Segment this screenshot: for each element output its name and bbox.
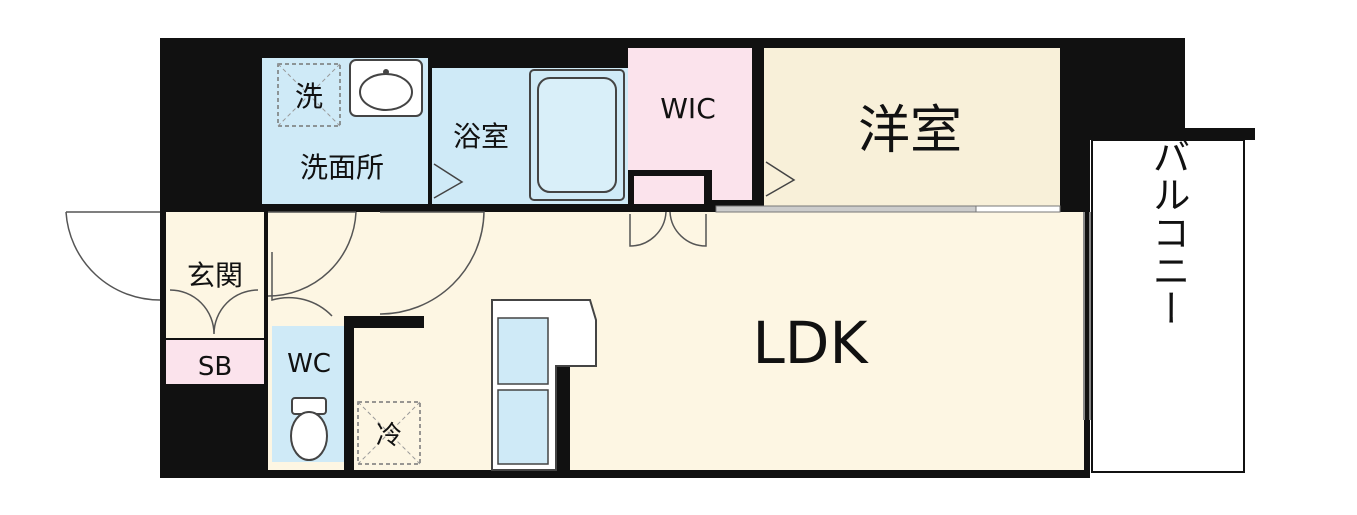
door-swing-icon (65, 211, 161, 301)
door-swing-icon (765, 161, 796, 197)
wic-area-step (634, 176, 704, 204)
balcony-label: バルコニー (1146, 137, 1190, 327)
wic-label: WIC (660, 92, 716, 125)
sliding-door (715, 205, 977, 213)
washroom-label: 洗面所 (300, 151, 384, 184)
wic-area-lower (712, 170, 752, 200)
kitchen-wall (556, 366, 570, 470)
toilet-partition (344, 316, 424, 328)
entrance-area (166, 212, 264, 338)
shoebox-area (166, 340, 264, 384)
sink-icon (349, 59, 423, 117)
ldk-area (268, 212, 1084, 470)
door-swing-icon (271, 252, 333, 317)
door-swing-icon (379, 211, 485, 315)
entrance-label: 玄関 (187, 259, 243, 292)
sliding-door-2 (975, 205, 1061, 213)
door-swing-icon (629, 211, 707, 247)
door-swing-icon (433, 163, 464, 199)
shoebox-label: SB (198, 352, 232, 382)
fridge-label: 冷 (376, 421, 402, 451)
bath-label: 浴室 (453, 120, 509, 153)
toilet-partition-v (344, 316, 354, 470)
fridge-space (357, 401, 421, 465)
toilet-icon (290, 397, 328, 461)
western-room-label: 洋室 (858, 101, 962, 161)
toilet-label: WC (287, 349, 331, 379)
exterior-walls-right (1060, 38, 1185, 130)
ldk-label: LDK (752, 309, 869, 377)
exterior-walls-right-lip (1090, 128, 1255, 140)
balcony-area (1091, 139, 1245, 473)
washer-label: 洗 (295, 80, 323, 113)
door-swing-icon (267, 211, 357, 297)
wic-area (628, 48, 752, 170)
bathtub-icon (529, 69, 625, 201)
door-swing-icon (169, 289, 259, 335)
western-room-area (764, 48, 1060, 206)
kitchen-counter-icon (491, 299, 597, 471)
washer-pan (277, 63, 341, 127)
